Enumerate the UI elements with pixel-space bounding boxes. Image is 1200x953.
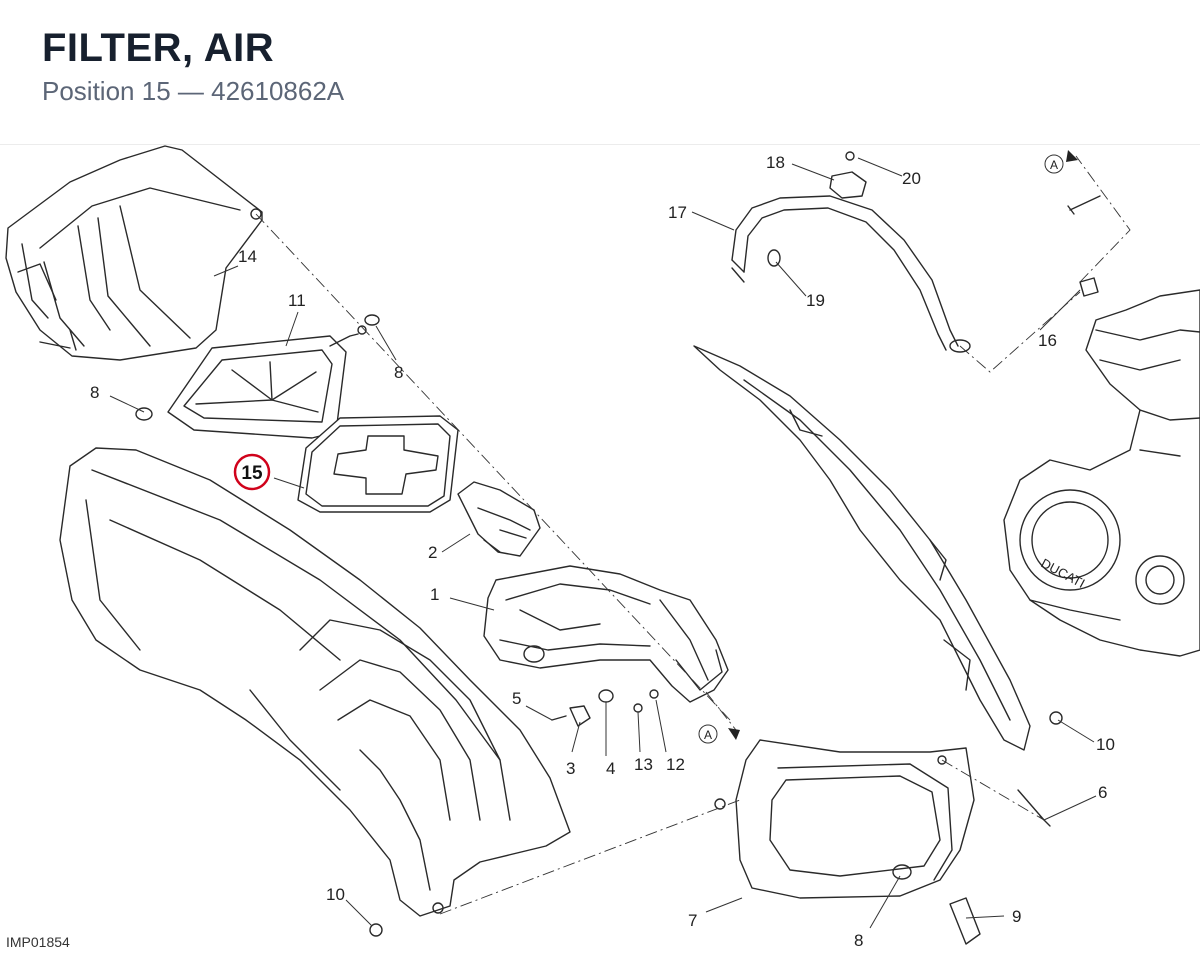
callout-12: 12 xyxy=(666,755,685,774)
callout-1: 1 xyxy=(430,585,439,604)
callout-8-lower: 8 xyxy=(854,931,863,950)
position-number: 15 xyxy=(141,76,171,106)
position-label: Position xyxy=(42,76,135,106)
part-filter-element xyxy=(297,415,459,513)
callout-18: 18 xyxy=(766,153,785,172)
part-filter-frame xyxy=(167,325,367,439)
part-side-cover xyxy=(693,345,1031,751)
callout-8-upper: 8 xyxy=(394,363,403,382)
view-marker-group: A A xyxy=(698,154,1064,744)
page-subtitle: Position 15 — 42610862A xyxy=(42,78,344,104)
callout-10-lower: 10 xyxy=(326,885,345,904)
callout-15-highlight[interactable]: 15 xyxy=(233,453,271,491)
subtitle-separator: — xyxy=(177,76,204,106)
part-hardware xyxy=(135,151,1101,945)
callout-15: 15 xyxy=(241,463,263,484)
callout-4: 4 xyxy=(606,759,615,778)
part-intake-duct xyxy=(457,481,541,557)
image-code: IMP01854 xyxy=(6,934,70,950)
view-marker-a-upper-label: A xyxy=(1050,158,1058,172)
callout-10-right: 10 xyxy=(1096,735,1115,754)
callout-16: 16 xyxy=(1038,331,1057,350)
part-lower-bracket xyxy=(714,739,975,899)
page-title: FILTER, AIR xyxy=(42,26,275,70)
view-marker-a-upper xyxy=(1044,154,1064,174)
callout-20: 20 xyxy=(902,169,921,188)
part-number: 42610862A xyxy=(211,76,345,106)
callout-7: 7 xyxy=(688,911,697,930)
callout-labels: 1 2 3 4 5 6 7 8 8 8 9 10 10 11 12 13 14 … xyxy=(90,153,1115,950)
callout-2: 2 xyxy=(428,543,437,562)
callout-15-ring xyxy=(233,453,271,491)
callout-17: 17 xyxy=(668,203,687,222)
callout-13: 13 xyxy=(634,755,653,774)
callout-11: 11 xyxy=(288,291,306,310)
part-filter-housing xyxy=(483,565,729,703)
page-header: FILTER, AIR Position 15 — 42610862A xyxy=(0,0,1200,145)
part-breather-hose xyxy=(731,195,971,353)
callout-6: 6 xyxy=(1098,783,1107,802)
callout-8-left: 8 xyxy=(90,383,99,402)
part-airbox-side-panel xyxy=(59,447,571,917)
part-airbox-cover xyxy=(5,145,263,361)
callout-14: 14 xyxy=(238,247,257,266)
callout-9: 9 xyxy=(1012,907,1021,926)
callout-3: 3 xyxy=(566,759,575,778)
callout-19: 19 xyxy=(806,291,825,310)
view-marker-a-lower-label: A xyxy=(704,728,712,742)
callout-5: 5 xyxy=(512,689,521,708)
view-marker-a-lower xyxy=(698,724,718,744)
part-engine xyxy=(1003,289,1200,657)
